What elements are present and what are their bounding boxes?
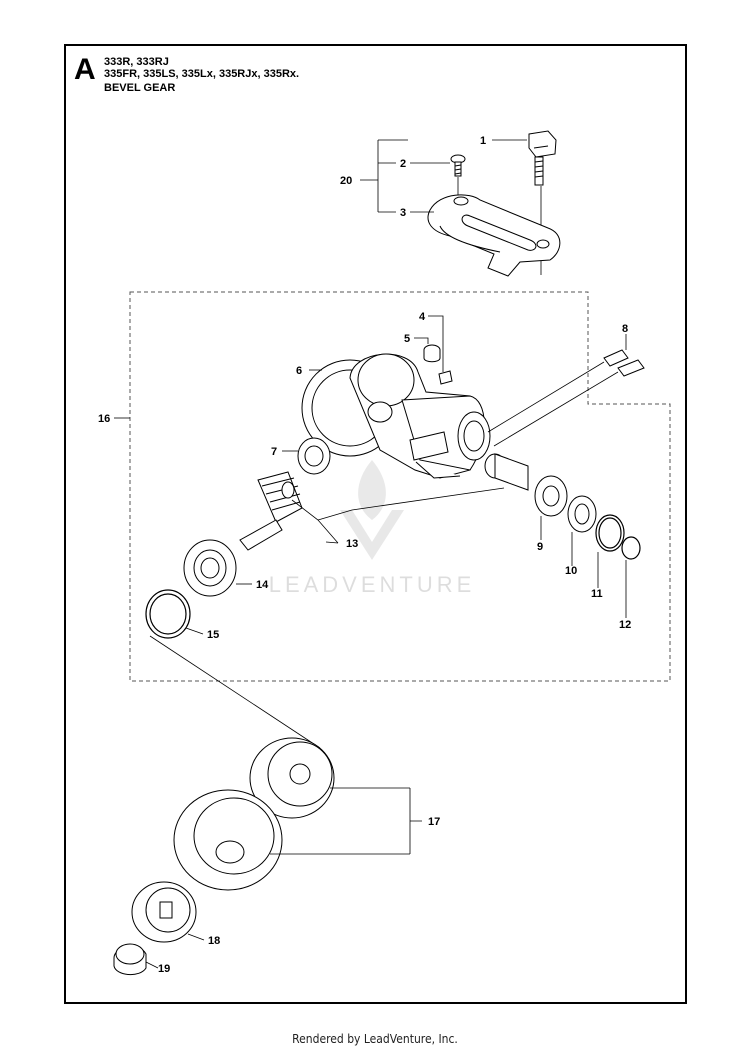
part-bearing-7 [297, 437, 331, 475]
part-bolt-1 [528, 130, 557, 186]
callout-15: 15 [207, 629, 219, 641]
assembly-boundary [129, 291, 671, 682]
part-bevel-gear-13 [239, 471, 303, 551]
part-shaft-assembly [484, 453, 529, 491]
part-bolts-8 [603, 349, 645, 377]
part-support-cup-18 [131, 881, 197, 943]
callout-6: 6 [296, 365, 302, 377]
callout-5: 5 [404, 333, 410, 345]
part-plug-5 [423, 344, 441, 363]
part-bearing-14 [183, 539, 237, 597]
callout-3: 3 [400, 207, 406, 219]
part-bracket-3 [427, 194, 561, 277]
watermark-text: LEADVENTURE [269, 572, 476, 597]
callout-7: 7 [271, 446, 277, 458]
leader-lines [114, 139, 627, 969]
callout-10: 10 [565, 565, 577, 577]
diagram-frame [64, 44, 687, 1004]
part-circlip-12 [621, 536, 641, 560]
models-line-2: 335FR, 335LS, 335Lx, 335RJx, 335Rx. [104, 68, 300, 80]
callout-20: 20 [340, 175, 352, 187]
assembly-name: BEVEL GEAR [104, 82, 176, 94]
part-bearing-9 [534, 475, 568, 517]
part-flange-17 [173, 737, 335, 891]
callout-4: 4 [419, 311, 426, 323]
callout-17: 17 [428, 816, 440, 828]
section-letter: A [74, 53, 96, 86]
callout-2: 2 [400, 158, 406, 170]
callout-1: 1 [480, 135, 486, 147]
callout-13: 13 [346, 538, 358, 550]
callout-9: 9 [537, 541, 543, 553]
part-pin-4 [438, 370, 453, 385]
models-line-1: 333R, 333RJ [104, 56, 169, 68]
part-seal-10 [567, 495, 597, 533]
callout-8: 8 [622, 323, 628, 335]
callout-14: 14 [256, 579, 269, 591]
callout-12: 12 [619, 619, 631, 631]
callout-16: 16 [98, 413, 110, 425]
part-screw-2 [450, 154, 466, 177]
watermark-logo [340, 460, 404, 560]
part-gear-housing-6 [301, 353, 491, 479]
part-ring-11 [595, 514, 625, 552]
part-retaining-ring-15 [145, 589, 191, 639]
callout-11: 11 [591, 588, 603, 600]
footer-credit: Rendered by LeadVenture, Inc. [292, 1032, 458, 1046]
callout-18: 18 [208, 935, 220, 947]
part-nut-19 [113, 943, 147, 975]
callout-19: 19 [158, 963, 170, 975]
